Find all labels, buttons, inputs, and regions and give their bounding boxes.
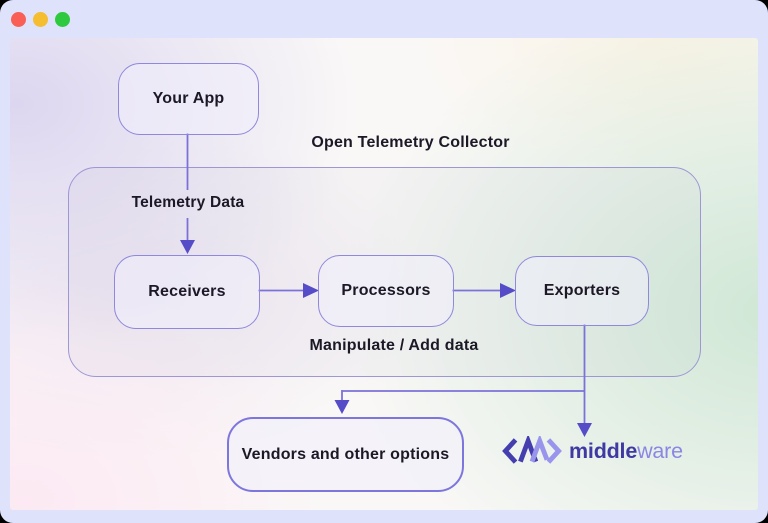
middleware-wordmark-light: ware bbox=[637, 439, 683, 463]
node-processors-label: Processors bbox=[341, 282, 431, 299]
node-exporters: Exporters bbox=[515, 256, 649, 326]
collector-title: Open Telemetry Collector bbox=[311, 134, 510, 151]
window-titlebar bbox=[0, 0, 768, 38]
node-receivers: Receivers bbox=[114, 255, 260, 329]
manipulate-label: Manipulate / Add data bbox=[309, 337, 479, 354]
close-button[interactable] bbox=[11, 11, 26, 27]
middleware-logo-icon bbox=[502, 436, 562, 464]
node-receivers-label: Receivers bbox=[148, 283, 226, 300]
node-your-app-label: Your App bbox=[152, 90, 225, 107]
middleware-wordmark-bold: middle bbox=[569, 439, 638, 463]
telemetry-data-label: Telemetry Data bbox=[131, 194, 245, 211]
node-vendors: Vendors and other options bbox=[227, 417, 464, 492]
middleware-wordmark: middleware bbox=[569, 436, 683, 466]
node-your-app: Your App bbox=[118, 63, 259, 135]
node-exporters-label: Exporters bbox=[543, 282, 621, 299]
minimize-button[interactable] bbox=[33, 11, 48, 27]
node-vendors-label: Vendors and other options bbox=[241, 445, 450, 463]
node-processors: Processors bbox=[318, 255, 454, 327]
maximize-button[interactable] bbox=[55, 11, 70, 27]
middleware-logo: middleware bbox=[502, 436, 683, 466]
